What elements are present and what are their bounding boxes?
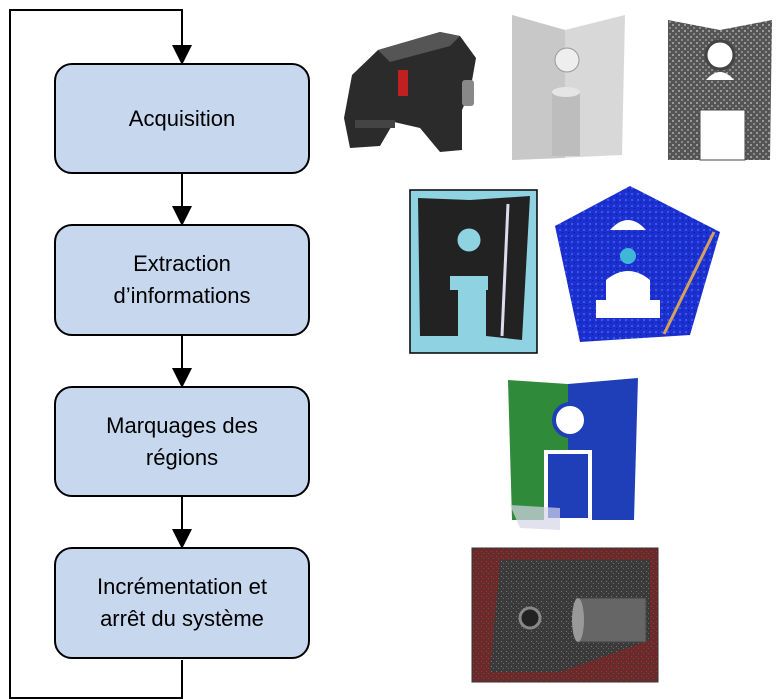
step-acquisition-label: Acquisition bbox=[128, 105, 236, 131]
step-increment-label: Incrémentation et arrêt du système bbox=[97, 574, 267, 631]
test-part-photo bbox=[512, 15, 625, 160]
marked-regions-cloud bbox=[508, 378, 638, 530]
extracted-depth-map bbox=[409, 189, 538, 354]
incremented-scan-result bbox=[471, 547, 659, 683]
step-marking-box: Marquages des régions bbox=[54, 386, 310, 497]
step-extraction-label: Extraction d’informations bbox=[113, 251, 251, 308]
feedback-loop-line bbox=[9, 9, 182, 699]
step-increment-box: Incrémentation et arrêt du système bbox=[54, 547, 310, 659]
step-marking-label: Marquages des régions bbox=[106, 412, 258, 470]
step-acquisition-box: Acquisition bbox=[54, 63, 310, 174]
extracted-features-cloud bbox=[555, 186, 720, 342]
raw-point-cloud bbox=[668, 20, 772, 161]
handheld-scanner-photo bbox=[344, 32, 476, 152]
step-extraction-box: Extraction d’informations bbox=[54, 224, 310, 336]
